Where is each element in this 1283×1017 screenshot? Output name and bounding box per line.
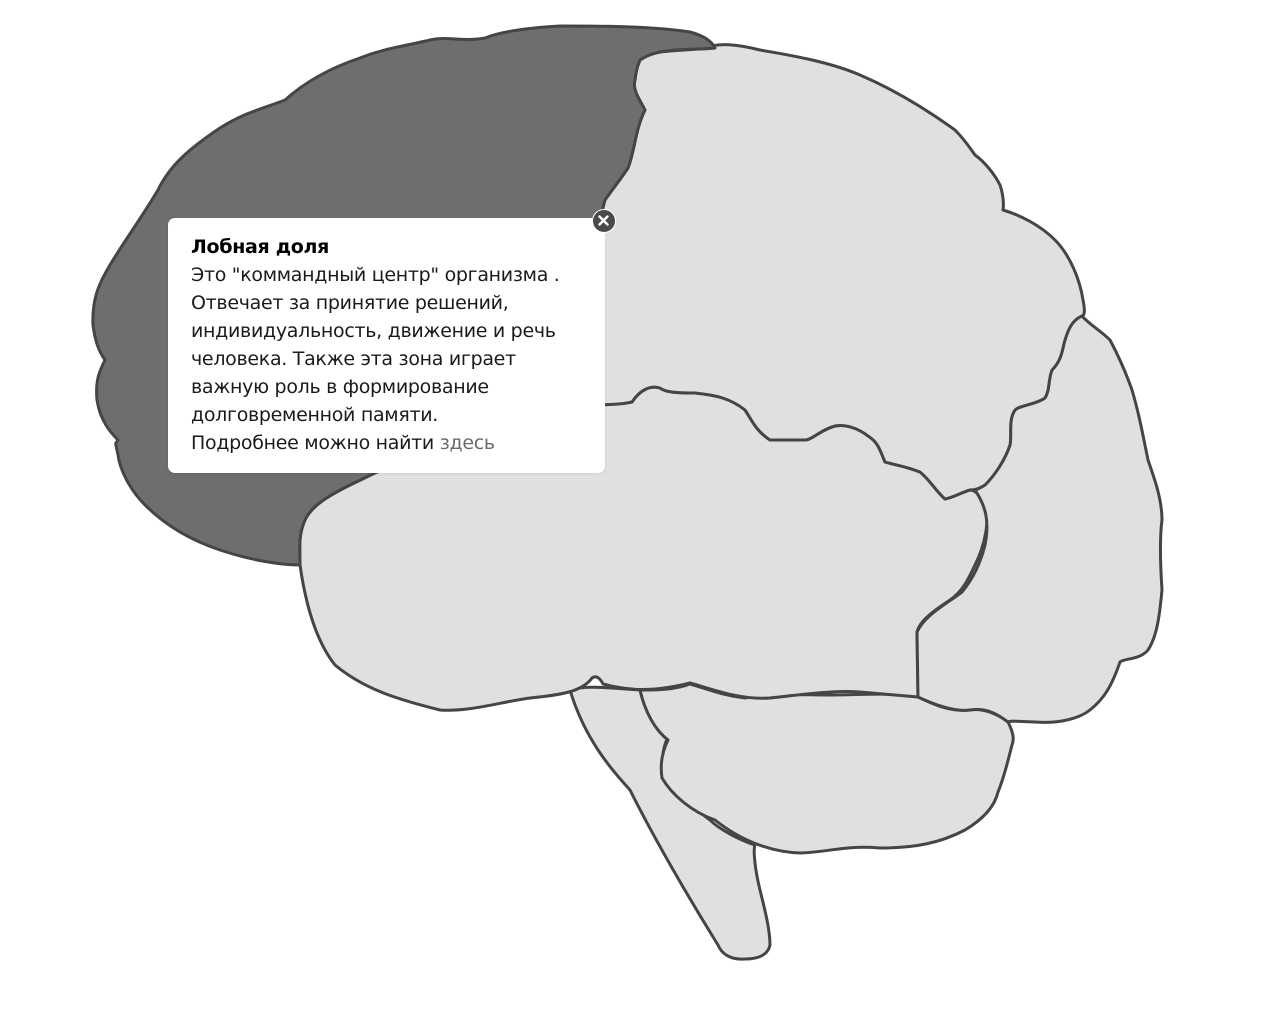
lobe-info-popup: Лобная доля Это "коммандный центр" орган… <box>168 218 605 473</box>
lobe-description: Это "коммандный центр" организма . Отвеч… <box>191 264 560 426</box>
more-info-line: Подробнее можно найти здесь <box>191 429 583 457</box>
close-icon <box>598 215 609 226</box>
lobe-title: Лобная доля <box>191 236 330 258</box>
parietal-lobe-region[interactable] <box>588 43 1086 501</box>
more-info-link[interactable]: здесь <box>439 432 495 454</box>
close-popup-button[interactable] <box>592 209 616 233</box>
more-info-text: Подробнее можно найти <box>191 432 440 454</box>
